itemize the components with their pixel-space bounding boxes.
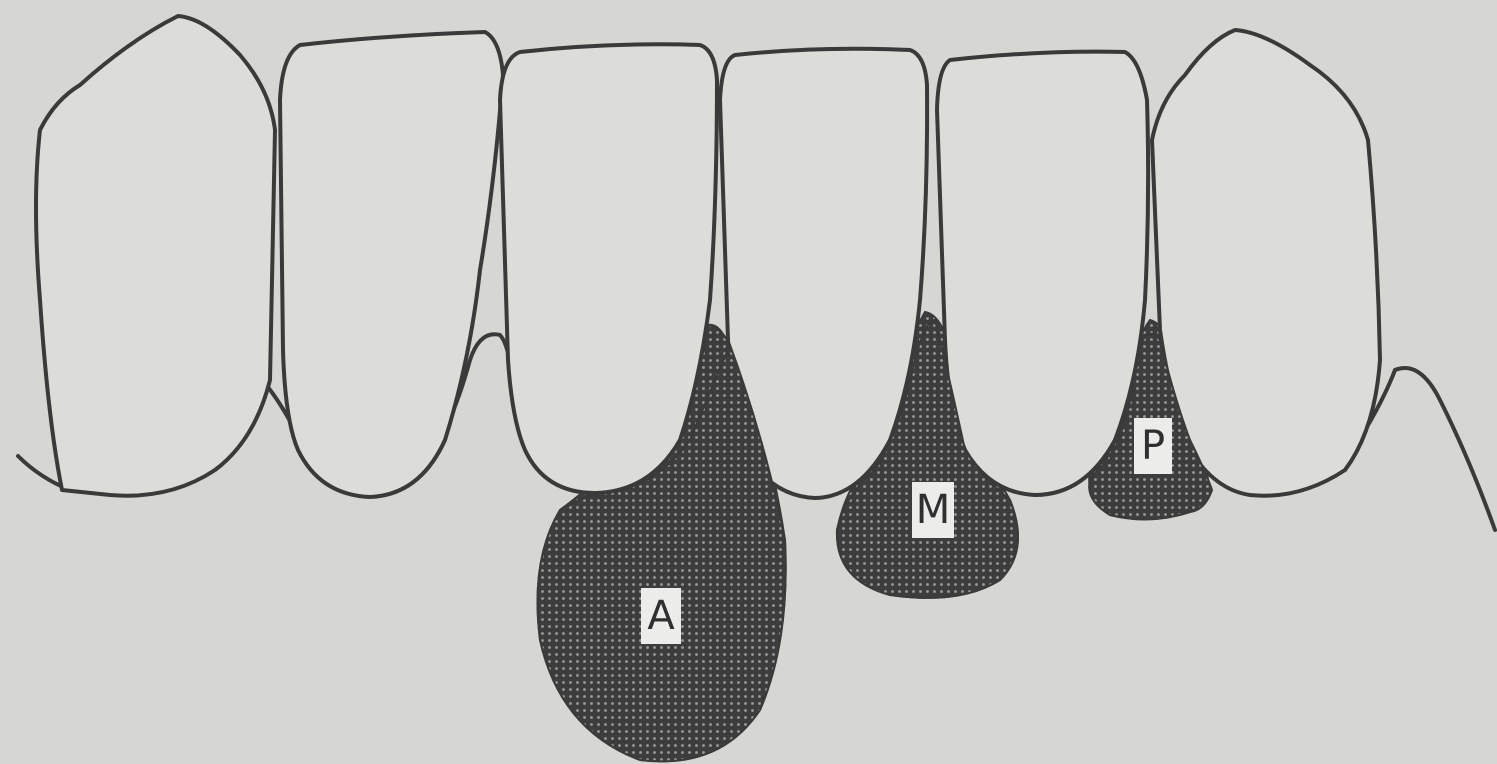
label-a: A [641,588,681,644]
label-m: M [912,482,954,538]
tooth-6 [1152,30,1380,496]
tooth-1 [36,16,275,496]
label-p-text: P [1141,423,1165,469]
label-m-text: M [916,487,951,533]
tooth-2 [280,32,503,497]
tooth-3 [500,44,717,493]
label-a-text: A [647,593,675,639]
tooth-5 [937,52,1148,495]
label-p: P [1134,418,1172,474]
